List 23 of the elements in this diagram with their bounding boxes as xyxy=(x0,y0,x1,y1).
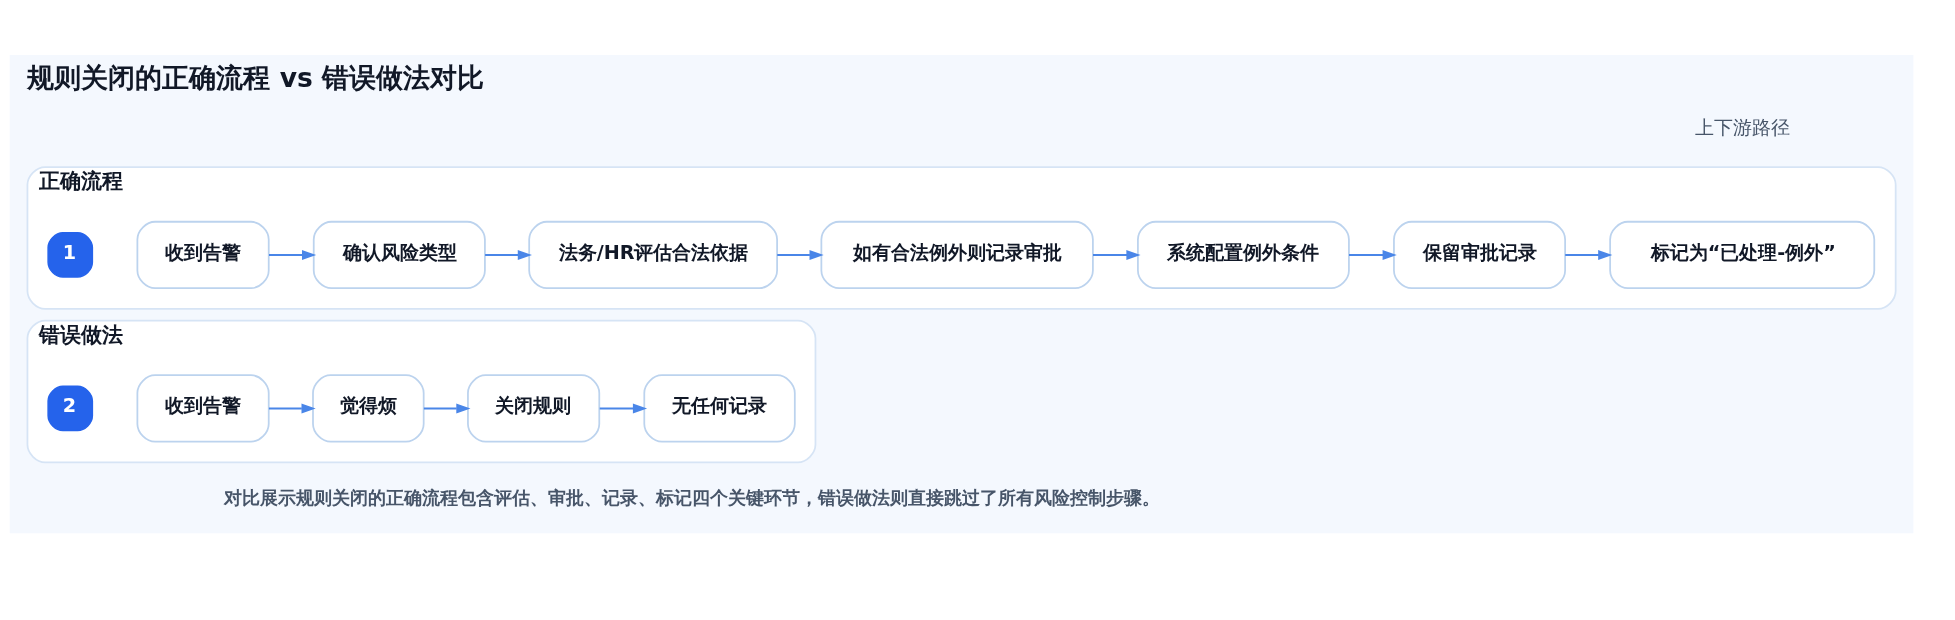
arrow xyxy=(1348,250,1397,260)
node-box: 无任何记录 xyxy=(643,374,796,443)
node-box: 收到告警 xyxy=(136,220,270,290)
arrow xyxy=(268,250,317,260)
arrow xyxy=(1564,250,1613,260)
node-box: 如有合法例外则记录审批 xyxy=(820,220,1094,290)
arrow xyxy=(422,403,471,414)
arrow xyxy=(484,250,532,260)
node-box: 觉得烦 xyxy=(312,374,425,443)
node-box: 系统配置例外条件 xyxy=(1137,220,1350,290)
diagram-title: 规则关闭的正确流程 vs 错误做法对比 xyxy=(27,61,485,93)
arrow xyxy=(267,403,316,414)
node-box: 关闭规则 xyxy=(467,374,601,443)
caption: 对比展示规则关闭的正确流程包含评估、审批、记录、标记四个关键环节，错误做法则直接跳过了所有风险控制步骤。 xyxy=(224,487,1161,508)
node-box: 确认风险类型 xyxy=(312,220,486,290)
arrow xyxy=(1092,250,1141,260)
node-box: 法务/HR评估合法依据 xyxy=(528,220,778,290)
label: 上下游路径 xyxy=(1694,115,1790,139)
arrow xyxy=(598,403,648,414)
node-box: 收到告警 xyxy=(136,374,270,443)
node-box: 保留审批记录 xyxy=(1393,220,1566,290)
arrow xyxy=(776,250,824,260)
node-box: 标记为“已处理-例外” xyxy=(1609,220,1876,290)
